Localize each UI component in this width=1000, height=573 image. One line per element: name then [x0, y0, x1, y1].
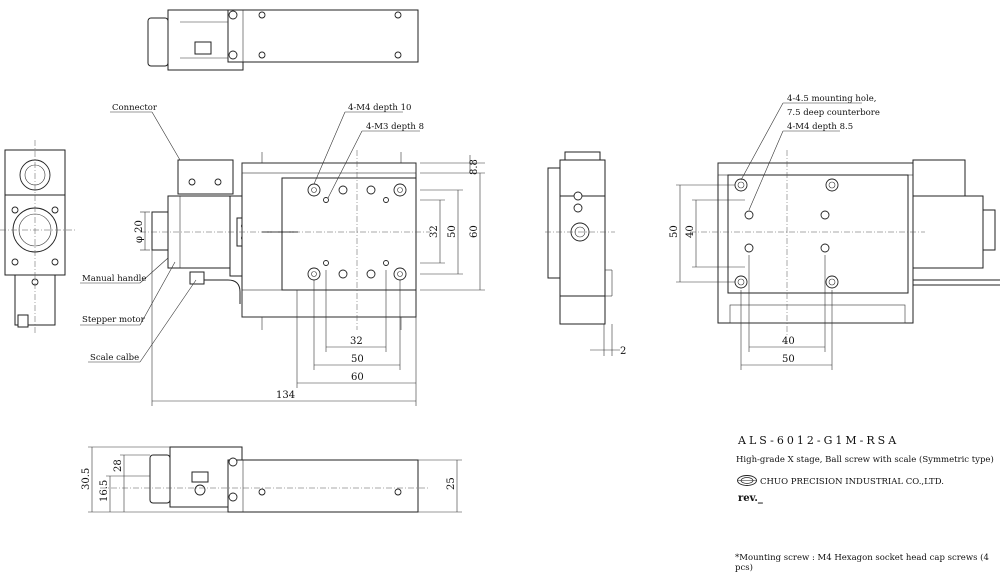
label-m4-depth85: 4-M4 depth 8.5	[787, 122, 853, 132]
label-scale-cable: Scale calbe	[90, 353, 139, 363]
dim-top-60: 60	[351, 372, 364, 383]
dim-v-60: 60	[469, 225, 480, 238]
dim-top-32: 32	[350, 336, 363, 347]
main-view-dimensions	[140, 155, 485, 406]
company-name: CHUO PRECISION INDUSTRIAL CO.,LTD.	[760, 477, 944, 487]
dim-right-50h: 50	[782, 354, 795, 365]
dim-top-134: 134	[276, 390, 295, 401]
label-m4-depth10: 4-M4 depth 10	[348, 103, 411, 113]
dim-front-165: 16.5	[99, 480, 110, 502]
dim-dia-20: φ 20	[134, 220, 145, 243]
dim-right-40v: 40	[685, 225, 696, 238]
dim-v-32: 32	[429, 225, 440, 238]
label-m3-depth8: 4-M3 depth 8	[366, 122, 424, 132]
label-stepper-motor: Stepper motor	[82, 315, 146, 325]
right-bottom-view	[676, 102, 1000, 370]
dim-v-50: 50	[447, 225, 458, 238]
label-connector: Connector	[112, 103, 158, 113]
company-logo-icon	[737, 475, 757, 486]
front-view	[88, 446, 462, 513]
dim-front-28: 28	[113, 459, 124, 472]
dim-front-25: 25	[446, 477, 457, 490]
dim-front-305: 30.5	[81, 468, 92, 490]
mounting-note: *Mounting screw : M4 Hexagon socket head…	[735, 553, 989, 573]
product-description: High-grade X stage, Ball screw with scal…	[736, 455, 994, 465]
main-top-view	[140, 150, 430, 330]
label-manual-handle: Manual handle	[82, 274, 146, 284]
top-mini-view	[147, 9, 419, 71]
label-mount-hole-2: 7.5 deep counterbore	[787, 108, 880, 118]
dim-side-2: 2	[620, 346, 626, 357]
revision-label: rev._	[738, 493, 763, 504]
dim-right-40h: 40	[782, 336, 795, 347]
side-view	[545, 151, 620, 356]
label-mount-hole-1: 4-4.5 mounting hole,	[787, 94, 876, 104]
dim-right-50v: 50	[669, 225, 680, 238]
leader-lines	[80, 111, 420, 363]
text-labels: Connector Manual handle Stepper motor Sc…	[81, 94, 880, 502]
model-number: ALS-6012-G1M-RSA	[738, 434, 900, 447]
dim-v-88: 8.8	[469, 159, 480, 175]
dim-top-50: 50	[351, 354, 364, 365]
left-end-view	[0, 140, 75, 335]
